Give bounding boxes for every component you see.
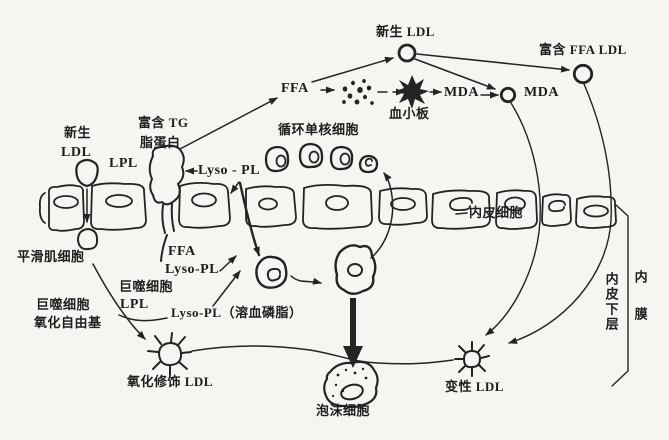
macrophage-nucleus [347,263,363,277]
arrow-blob-to-ffa [179,97,278,150]
label-tg-rich-1: 富含 TG [138,115,189,130]
arrow-through-junction [238,181,261,257]
endothelial-nucleus [548,199,566,213]
endothelial-nucleus [504,196,526,212]
arrow-lysolecithin-to-monocyte [212,270,241,307]
label-macrophage-radicals-1: 巨噬细胞 [36,297,91,312]
label-lyso-pl-lysolecithin: Lyso-PL（溶血磷脂） [171,305,303,320]
label-circulating-monocytes: 循环单核细胞 [278,122,360,137]
ldl-circles [397,43,594,104]
label-ffa-top: FFA [281,81,309,96]
denatured-ldl-star [454,341,490,377]
nascent-ldl-circle [397,43,417,63]
arrow-macrophage-to-foamcell [343,298,363,368]
endothelial-nucleus [390,197,416,211]
tg-rich-lipoprotein [148,144,185,262]
label-endothelial-cells: 内皮细胞 [469,205,524,220]
ldl-particle [75,158,99,188]
arrow-nascent-to-ffa-rich-ldl [416,53,570,73]
label-mda-left: MDA [444,85,479,100]
monocyte [329,145,354,171]
label-nascent-left-1: 新生 [64,125,92,140]
endothelial-cell [302,183,373,230]
arrow-ffa-to-nascent-ldl [311,56,394,83]
monocyte-nucleus [364,157,373,167]
ffa-droplet-cluster [342,79,374,105]
endothelial-nucleus [583,204,609,218]
ffa-release-line [160,234,168,262]
label-foam-cell: 泡沫细胞 [316,403,371,418]
arrow-nascent-to-mda-circle [414,58,496,90]
endothelial-nucleus [258,197,278,211]
ffa-rich-ldl-circle [572,63,594,85]
curve-mda-to-denatured-ldl [485,102,541,336]
label-ffa-below: FFA [168,244,196,259]
monocyte [298,142,324,169]
endothelial-cell [245,185,297,228]
oxidized-ldl-star [147,332,192,376]
arrow-lysopl-into-junction [230,181,240,194]
label-macrophage-lpl-2: LPL [120,297,149,312]
endothelial-cell [378,187,428,226]
arrow-macrophage-up-through-wall [370,172,394,259]
macrophage [334,244,377,295]
label-nascent-ldl-top: 新生 LDL [376,24,435,39]
label-lpl-top: LPL [109,156,138,171]
nascent-ldl-left-group [75,158,99,251]
label-denatured-ldl: 变性 LDL [445,379,504,394]
endothelium-label-dash [455,212,468,215]
label-mda-right: MDA [524,85,559,100]
circulating-monocyte-group [264,142,379,174]
monocyte-nucleus [308,150,320,164]
monocyte [264,145,290,173]
label-macrophage-lpl-1: 巨噬细胞 [119,279,174,294]
ldl-below-wall [76,227,99,251]
label-intima: 内膜 [632,270,648,344]
monocyte-nucleus [339,152,351,166]
label-ffa-rich-ldl: 富含 FFA LDL [539,42,627,57]
label-oxidized-ldl: 氧化修饰 LDL [127,374,213,389]
entered-monocyte-nucleus [266,267,281,282]
arrow-monocyte-to-macrophage [290,275,322,285]
ffa-platelet-chain [342,75,429,109]
subendothelial-cells [255,244,379,409]
curve-ffaldl-to-denatured-ldl [508,83,612,344]
endothelial-nucleus [105,194,133,208]
monocyte [358,154,379,174]
label-lyso-pl-top: Lyso - PL [198,163,261,178]
intima-bracket [611,204,629,387]
label-smooth-muscle-cells: 平滑肌细胞 [17,249,85,264]
monocyte-nucleus [275,154,287,168]
endothelial-nucleus [449,196,473,212]
label-macrophage-radicals-2: 氧化自由基 [34,315,102,330]
endothelial-cell [38,192,46,224]
wavy-oxldl-to-denatured [191,345,454,365]
arrow-lysopl-below-to-monocyte [219,255,237,272]
endothelial-cell [541,193,572,227]
endothelial-cell [178,181,231,229]
label-tg-rich-2: 脂蛋白 [140,135,181,150]
endothelial-cell [90,182,147,231]
arrows [92,53,612,365]
endothelial-nucleus [53,195,79,209]
platelet-icon [396,75,429,109]
endothelial-cell [431,189,491,230]
label-nascent-left-2: LDL [61,145,92,160]
foam-cell-granules [331,367,368,398]
endothelial-nucleus [191,192,217,208]
connector-lpl-to-lysolecithin [118,314,168,322]
endothelial-nucleus [325,195,349,211]
entered-monocyte [255,255,288,289]
endothelial-cell [495,189,538,230]
arrow-radicals-to-oxldl [92,263,146,340]
mda-ldl-circle [499,86,517,104]
endothelial-layer [38,181,617,232]
label-platelet: 血小板 [389,106,430,121]
label-lyso-pl-below: Lyso-PL [165,262,220,277]
endothelial-cell [575,195,617,229]
foam-cell-vacuole [340,383,364,401]
foam-cell-shape [323,360,379,409]
label-subendothelial-layer: 内皮下层 [603,272,619,332]
